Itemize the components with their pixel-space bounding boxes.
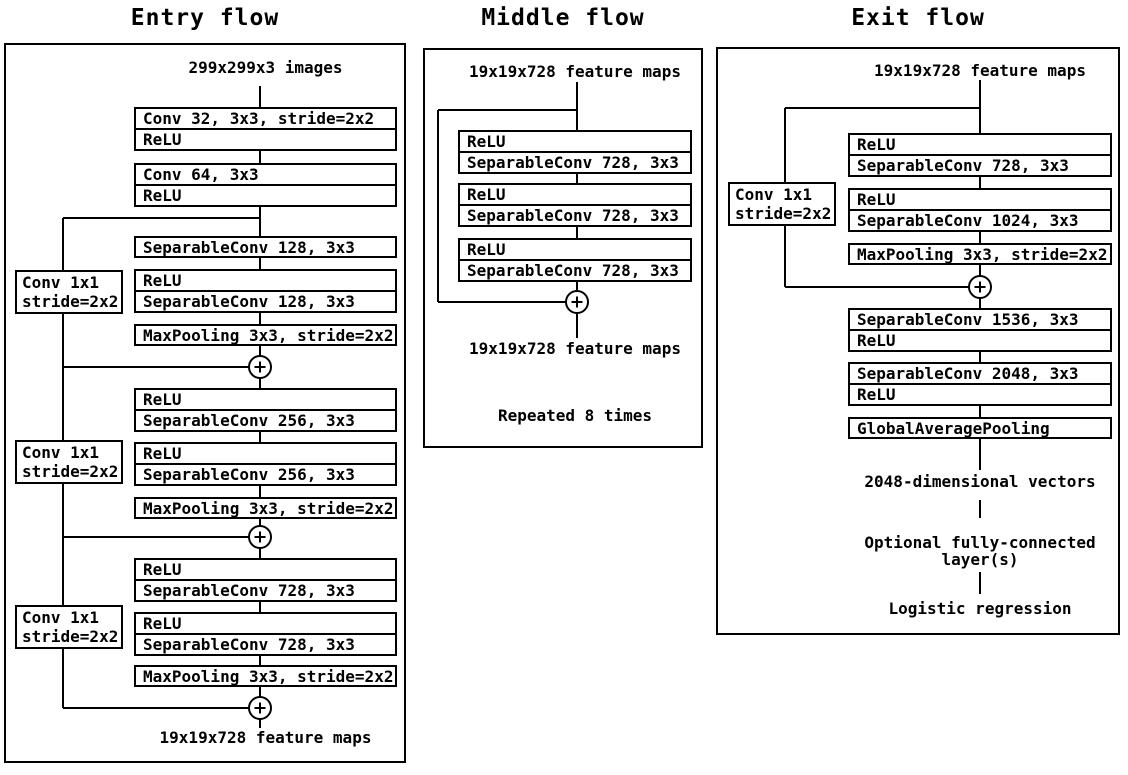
skip-conv-1x1-box-1: Conv 1x1 stride=2x2 <box>15 270 123 314</box>
entry-flow-title: Entry flow <box>130 5 280 31</box>
middle-repeat-note: Repeated 8 times <box>497 406 653 425</box>
layer-label: SeparableConv 728, 3x3 <box>460 259 690 280</box>
layer-label: SeparableConv 256, 3x3 <box>136 463 395 484</box>
exit-input-label: 19x19x728 feature maps <box>874 61 1086 80</box>
entry-input-label: 299x299x3 images <box>188 58 343 77</box>
merge-plus-icon <box>248 696 272 720</box>
layer-label: ReLU <box>143 560 182 579</box>
layer-box-exit-sepconv-1536: SeparableConv 1536, 3x3 ReLU <box>848 308 1112 352</box>
skip-conv-1x1-box-exit: Conv 1x1 stride=2x2 <box>728 182 836 226</box>
layer-label: SeparableConv 728, 3x3 <box>136 633 395 654</box>
skip-conv-1x1-box-3: Conv 1x1 stride=2x2 <box>15 605 123 649</box>
layer-box-maxpooling-2: MaxPooling 3x3, stride=2x2 <box>134 497 397 519</box>
layer-label: Conv 1x1 <box>22 273 100 292</box>
middle-flow-wires <box>437 82 578 338</box>
layer-label: Conv 1x1 <box>735 185 813 204</box>
layer-label: ReLU <box>850 383 1110 404</box>
layer-box-global-average-pooling: GlobalAveragePooling <box>848 417 1112 439</box>
layer-box-sepconv-256b: ReLU SeparableConv 256, 3x3 <box>134 442 397 486</box>
layer-label: SeparableConv 728, 3x3 <box>850 154 1110 175</box>
layer-box-exit-sepconv-728: ReLU SeparableConv 728, 3x3 <box>848 133 1112 177</box>
layer-label: SeparableConv 728, 3x3 <box>460 204 690 225</box>
exit-flow-panel <box>716 47 1120 635</box>
layer-label: Conv 64, 3x3 <box>143 165 259 184</box>
layer-label: ReLU <box>857 190 896 209</box>
layer-label: Conv 1x1 <box>22 443 100 462</box>
exit-flow-title: Exit flow <box>851 5 985 31</box>
layer-box-maxpooling-1: MaxPooling 3x3, stride=2x2 <box>134 324 397 346</box>
exit-logistic-regression-label: Logistic regression <box>888 599 1072 618</box>
layer-label: ReLU <box>143 271 182 290</box>
layer-box-exit-maxpooling: MaxPooling 3x3, stride=2x2 <box>848 243 1112 265</box>
layer-label: SeparableConv 728, 3x3 <box>460 151 690 172</box>
layer-box-maxpooling-3: MaxPooling 3x3, stride=2x2 <box>134 665 397 687</box>
exit-vectors-label: 2048-dimensional vectors <box>864 472 1096 491</box>
layer-label: Conv 1x1 <box>22 608 100 627</box>
merge-plus-icon <box>248 525 272 549</box>
layer-label: MaxPooling 3x3, stride=2x2 <box>143 666 394 686</box>
layer-label: SeparableConv 128, 3x3 <box>136 290 395 311</box>
layer-label: SeparableConv 728, 3x3 <box>136 579 395 600</box>
layer-label: ReLU <box>136 184 395 205</box>
layer-box-sepconv-728b: ReLU SeparableConv 728, 3x3 <box>134 612 397 656</box>
layer-box-exit-sepconv-2048: SeparableConv 2048, 3x3 ReLU <box>848 362 1112 406</box>
layer-label: MaxPooling 3x3, stride=2x2 <box>143 498 394 518</box>
layer-box-sepconv-128b: ReLU SeparableConv 128, 3x3 <box>134 269 397 313</box>
layer-label: ReLU <box>136 128 395 149</box>
layer-label: MaxPooling 3x3, stride=2x2 <box>857 244 1108 264</box>
layer-label: stride=2x2 <box>735 204 832 223</box>
entry-output-label: 19x19x728 feature maps <box>159 728 372 747</box>
layer-label: ReLU <box>857 135 896 154</box>
layer-label: ReLU <box>143 614 182 633</box>
layer-box-exit-sepconv-1024: ReLU SeparableConv 1024, 3x3 <box>848 188 1112 232</box>
layer-label: SeparableConv 1536, 3x3 <box>857 310 1079 329</box>
layer-label: stride=2x2 <box>22 292 119 311</box>
layer-box-conv-64: Conv 64, 3x3 ReLU <box>134 163 397 207</box>
skip-conv-1x1-box-2: Conv 1x1 stride=2x2 <box>15 440 123 484</box>
layer-box-middle-sepconv-1: ReLU SeparableConv 728, 3x3 <box>458 130 692 174</box>
layer-label: SeparableConv 1024, 3x3 <box>850 209 1110 230</box>
layer-box-sepconv-128a: SeparableConv 128, 3x3 <box>134 236 397 258</box>
exit-fully-connected-label: Optional fully-connected layer(s) <box>864 533 1096 569</box>
middle-flow-panel <box>423 48 703 448</box>
merge-plus-icon <box>565 290 589 314</box>
layer-box-conv-32: Conv 32, 3x3, stride=2x2 ReLU <box>134 107 397 151</box>
middle-flow-title: Middle flow <box>481 5 645 31</box>
middle-output-label: 19x19x728 feature maps <box>469 339 681 358</box>
layer-box-middle-sepconv-2: ReLU SeparableConv 728, 3x3 <box>458 183 692 227</box>
entry-flow-panel <box>4 43 406 763</box>
layer-label: ReLU <box>467 132 506 151</box>
layer-label: SeparableConv 256, 3x3 <box>136 409 395 430</box>
layer-label: Conv 32, 3x3, stride=2x2 <box>143 109 375 128</box>
layer-label: stride=2x2 <box>22 462 119 481</box>
merge-plus-icon <box>968 275 992 299</box>
layer-label: MaxPooling 3x3, stride=2x2 <box>143 325 394 345</box>
layer-label: GlobalAveragePooling <box>857 418 1050 438</box>
layer-label: ReLU <box>143 390 182 409</box>
layer-label: ReLU <box>850 329 1110 350</box>
layer-box-sepconv-728a: ReLU SeparableConv 728, 3x3 <box>134 558 397 602</box>
layer-label: ReLU <box>467 240 506 259</box>
merge-plus-icon <box>248 355 272 379</box>
layer-label: SeparableConv 128, 3x3 <box>143 237 355 257</box>
layer-label: stride=2x2 <box>22 627 119 646</box>
layer-box-sepconv-256a: ReLU SeparableConv 256, 3x3 <box>134 388 397 432</box>
layer-box-middle-sepconv-3: ReLU SeparableConv 728, 3x3 <box>458 238 692 282</box>
layer-label: SeparableConv 2048, 3x3 <box>857 364 1079 383</box>
layer-label: ReLU <box>467 185 506 204</box>
layer-label: ReLU <box>143 444 182 463</box>
middle-input-label: 19x19x728 feature maps <box>469 62 681 81</box>
